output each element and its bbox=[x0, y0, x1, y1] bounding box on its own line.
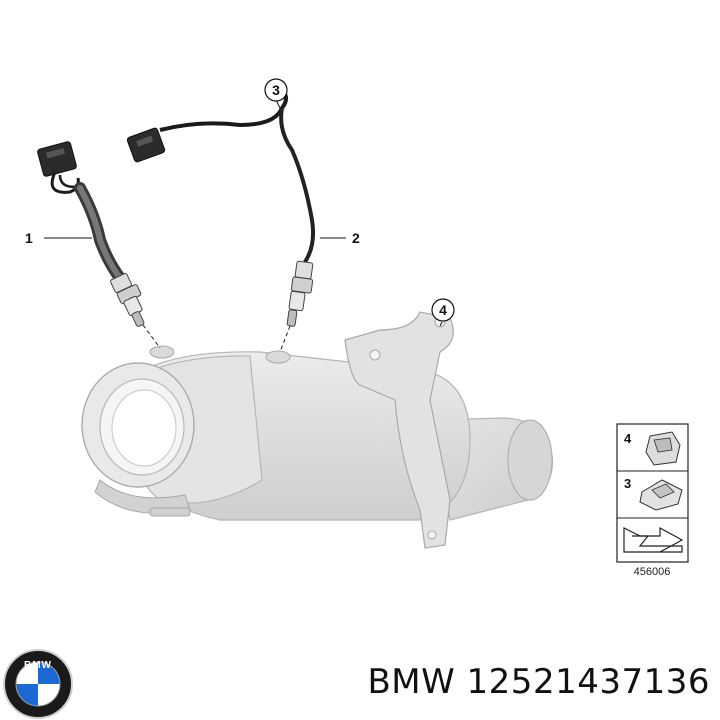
sensor-1-connector bbox=[37, 141, 77, 177]
particulate-filter-assembly bbox=[81, 311, 554, 549]
bmw-logo-icon: BMW bbox=[3, 649, 73, 719]
callout-4: 4 bbox=[439, 302, 447, 318]
outlet-pipe-end bbox=[507, 419, 553, 501]
caption-part-number: 12521437136 bbox=[466, 662, 710, 702]
arrow-icon bbox=[623, 526, 684, 553]
oxygen-sensor-2 bbox=[126, 88, 316, 353]
inset-label-4: 4 bbox=[624, 431, 632, 446]
oxygen-sensor-1 bbox=[37, 141, 161, 349]
clip-part-4-icon bbox=[645, 431, 681, 466]
callout-4-circle bbox=[431, 298, 455, 322]
callout-2: 2 bbox=[352, 230, 360, 246]
diagram-reference-code: 456006 bbox=[634, 566, 671, 578]
callout-leaders bbox=[44, 99, 443, 327]
mounting-bracket bbox=[344, 311, 454, 549]
sensor-2-connector bbox=[126, 127, 166, 163]
callout-3: 3 bbox=[272, 82, 280, 98]
inset-parts-box: 4 3 bbox=[616, 423, 689, 563]
callout-3-circle bbox=[264, 78, 288, 102]
sensor-boss-2 bbox=[265, 350, 291, 364]
clip-part-3-icon bbox=[639, 479, 683, 511]
callout-1: 1 bbox=[25, 230, 33, 246]
bmw-logo-text: BMW bbox=[24, 660, 52, 671]
caption-brand: BMW bbox=[367, 662, 456, 702]
sensor-boss-1 bbox=[149, 345, 175, 359]
inset-label-3: 3 bbox=[624, 476, 631, 491]
part-caption: BMW 12521437136 bbox=[367, 662, 710, 702]
